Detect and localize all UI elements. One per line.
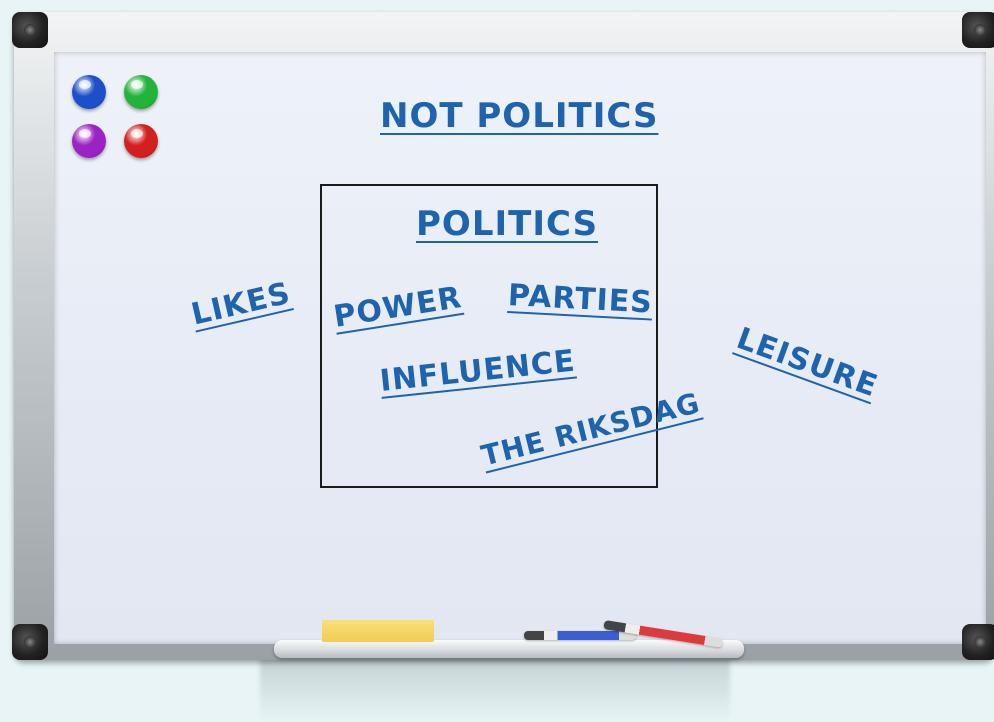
blue-magnet[interactable] [72,75,106,109]
whiteboard-frame [14,12,994,660]
politics-box [320,184,658,488]
blue-marker[interactable] [524,631,636,640]
frame-corner-bottom-left [12,624,48,660]
frame-corner-top-right [962,12,994,48]
politics-title: POLITICS [416,204,599,244]
eraser[interactable] [322,620,434,642]
purple-magnet[interactable] [72,124,106,158]
board-shadow [260,650,730,722]
frame-corner-top-left [12,12,48,48]
marker-tray [274,640,744,658]
frame-corner-bottom-right [962,624,994,660]
whiteboard-surface [54,52,986,644]
word-parties: PARTIES [507,278,654,321]
green-magnet[interactable] [124,75,158,109]
red-magnet[interactable] [124,124,158,158]
not-politics-title: NOT POLITICS [380,96,659,136]
